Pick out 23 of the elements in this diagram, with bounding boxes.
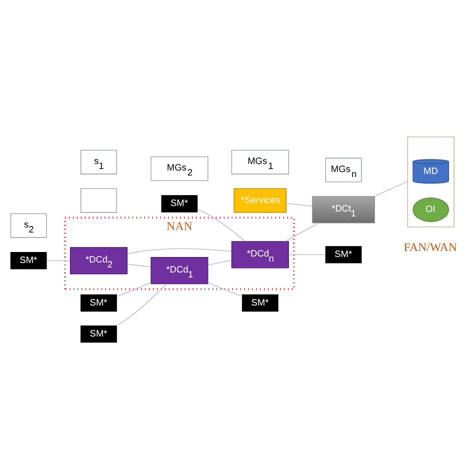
node-box <box>80 188 117 213</box>
node-box: SM* <box>325 246 362 264</box>
node-box: SM* <box>242 294 278 312</box>
connector <box>374 181 408 197</box>
connector <box>197 209 246 242</box>
connector <box>116 284 167 326</box>
node-ellipse: OI <box>412 197 450 222</box>
connector <box>208 260 232 266</box>
node-box: SM* <box>80 325 117 343</box>
connector <box>284 222 319 242</box>
connector <box>127 264 152 268</box>
connector <box>288 254 326 256</box>
label: FAN/WAN <box>404 240 458 254</box>
connector <box>116 282 152 297</box>
node-box: *Services <box>234 188 287 213</box>
node-box: SM* <box>80 294 117 312</box>
connector <box>208 282 242 297</box>
node-box: SM* <box>10 252 47 270</box>
connector <box>286 203 312 207</box>
connector <box>46 260 71 261</box>
cluster <box>407 136 454 228</box>
node-box: SM* <box>161 195 198 212</box>
connector <box>127 248 232 254</box>
